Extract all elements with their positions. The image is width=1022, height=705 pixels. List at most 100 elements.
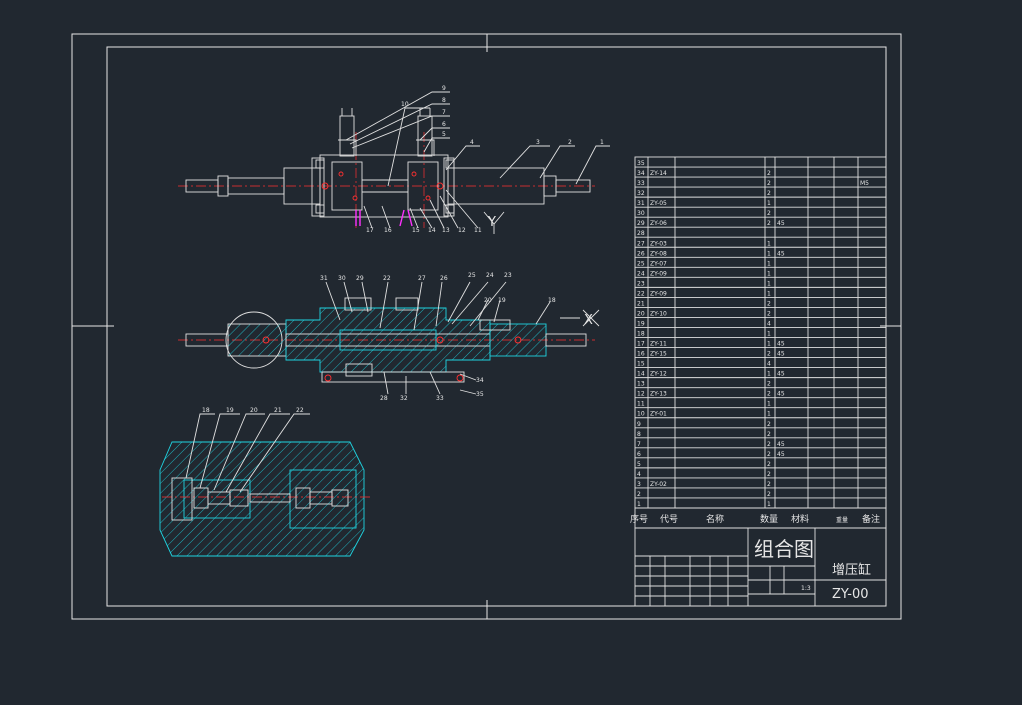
parts-cell-mat: 45 (777, 441, 785, 448)
callout-10: 10 (401, 101, 409, 108)
parts-cell-qty: 2 (767, 461, 771, 468)
header-code: 代号 (660, 514, 678, 525)
parts-cell-code: ZY-08 (650, 250, 667, 257)
parts-cell-seq: 13 (637, 381, 645, 388)
parts-cell-seq: 23 (637, 280, 645, 287)
title-block: 组合图 增压缸 ZY-00 1:3 (634, 527, 887, 607)
header-material: 材料 (791, 513, 809, 525)
parts-cell-qty: 1 (767, 371, 771, 378)
callout-17: 17 (366, 227, 374, 234)
callout-23: 23 (504, 272, 512, 279)
parts-cell-qty: 2 (767, 381, 771, 388)
parts-cell-mat: 45 (777, 250, 785, 257)
detail-callout-labels: 18 19 20 21 22 (202, 407, 304, 414)
parts-cell-code: ZY-13 (650, 391, 667, 398)
view-marker-y: Y (487, 215, 496, 230)
parts-cell-seq: 25 (637, 260, 645, 267)
callout-29: 29 (356, 275, 364, 282)
callout-14: 14 (428, 227, 436, 234)
parts-cell-rem: M5 (860, 180, 869, 187)
parts-cell-seq: 30 (637, 210, 645, 217)
callout-32: 32 (400, 395, 408, 402)
parts-cell-seq: 1 (637, 501, 641, 508)
callout-8: 8 (442, 97, 446, 104)
parts-cell-seq: 33 (637, 180, 645, 187)
callout-28: 28 (380, 395, 388, 402)
parts-list-header: 序号 代号 名称 数量 材料 重量 备注 (630, 507, 887, 529)
parts-cell-qty: 1 (767, 250, 771, 257)
top-assembly-view (178, 91, 610, 234)
callout-d19: 19 (226, 407, 234, 414)
callout-30: 30 (338, 275, 346, 282)
callout-1: 1 (600, 139, 604, 146)
parts-cell-code: ZY-10 (650, 310, 667, 317)
parts-cell-seq: 4 (637, 471, 641, 478)
parts-cell-seq: 9 (637, 421, 641, 428)
parts-cell-code: ZY-07 (650, 260, 667, 267)
callout-d18: 18 (202, 407, 210, 414)
callout-6: 6 (442, 121, 446, 128)
parts-cell-qty: 1 (767, 290, 771, 297)
callout-22: 22 (383, 275, 391, 282)
parts-cell-qty: 2 (767, 491, 771, 498)
callout-2: 2 (568, 139, 572, 146)
callout-27: 27 (418, 275, 426, 282)
middle-callout-labels: 31 30 29 22 27 26 25 24 23 20 19 18 28 3… (320, 272, 593, 402)
parts-cell-seq: 11 (637, 401, 645, 408)
callout-d20: 20 (250, 407, 258, 414)
callout-15: 15 (412, 227, 420, 234)
parts-cell-mat: 45 (777, 371, 785, 378)
parts-cell-seq: 2 (637, 491, 641, 498)
parts-cell-qty: 2 (767, 180, 771, 187)
drawing-title: 组合图 (754, 537, 814, 561)
parts-cell-qty: 1 (767, 331, 771, 338)
parts-cell-qty: 1 (767, 260, 771, 267)
parts-cell-qty: 4 (767, 320, 771, 327)
parts-cell-qty: 2 (767, 471, 771, 478)
callout-13: 13 (442, 227, 450, 234)
parts-cell-seq: 26 (637, 250, 645, 257)
parts-cell-qty: 2 (767, 351, 771, 358)
parts-cell-qty: 1 (767, 341, 771, 348)
parts-cell-qty: 1 (767, 280, 771, 287)
callout-35: 35 (476, 391, 484, 398)
parts-cell-seq: 14 (637, 371, 645, 378)
parts-cell-qty: 1 (767, 270, 771, 277)
parts-cell-seq: 16 (637, 351, 645, 358)
callout-12: 12 (458, 227, 466, 234)
parts-cell-seq: 27 (637, 240, 645, 247)
parts-cell-seq: 28 (637, 230, 645, 237)
parts-cell-seq: 21 (637, 300, 645, 307)
parts-cell-seq: 19 (637, 320, 645, 327)
callout-26: 26 (440, 275, 448, 282)
parts-cell-qty: 2 (767, 210, 771, 217)
drawing-scale: 1:3 (801, 585, 811, 592)
parts-cell-qty: 1 (767, 411, 771, 418)
view-marker-x: X (584, 313, 593, 328)
callout-7: 7 (442, 109, 446, 116)
parts-cell-qty: 2 (767, 451, 771, 458)
callout-31: 31 (320, 275, 328, 282)
parts-cell-code: ZY-09 (650, 270, 667, 277)
parts-cell-seq: 34 (637, 170, 645, 177)
parts-cell-mat: 45 (777, 391, 785, 398)
parts-cell-qty: 2 (767, 391, 771, 398)
header-name: 名称 (706, 513, 724, 525)
parts-cell-seq: 7 (637, 441, 641, 448)
parts-cell-qty: 4 (767, 361, 771, 368)
parts-cell-code: ZY-03 (650, 240, 667, 247)
part-name: 增压缸 (832, 562, 871, 578)
parts-cell-qty: 2 (767, 431, 771, 438)
callout-16: 16 (384, 227, 392, 234)
callout-33: 33 (436, 395, 444, 402)
drawing-code: ZY-00 (832, 587, 869, 602)
parts-cell-qty: 2 (767, 190, 771, 197)
parts-cell-seq: 35 (637, 160, 645, 167)
parts-cell-qty: 2 (767, 300, 771, 307)
parts-cell-mat: 45 (777, 451, 785, 458)
parts-cell-qty: 1 (767, 200, 771, 207)
callout-5: 5 (442, 131, 446, 138)
header-remark: 备注 (862, 513, 880, 525)
header-seq: 序号 (630, 513, 648, 525)
